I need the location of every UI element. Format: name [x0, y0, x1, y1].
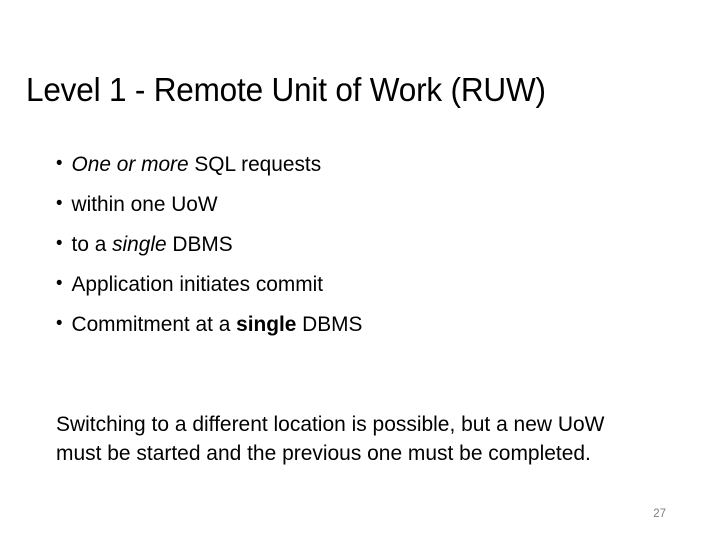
bullet-segment: DBMS: [296, 312, 363, 336]
bullet-segment: single: [236, 312, 297, 336]
slide-body: One or more SQL requests within one UoW …: [56, 144, 656, 344]
bullet-segment: single: [112, 232, 167, 256]
list-item: Commitment at a single DBMS: [56, 304, 638, 344]
bullet-segment: Application initiates commit: [71, 272, 324, 296]
bullet-segment: to a: [71, 232, 113, 256]
page-number: 27: [653, 508, 666, 520]
list-item: Application initiates commit: [56, 264, 638, 304]
list-item: to a single DBMS: [56, 224, 638, 264]
bullet-segment: within one UoW: [71, 192, 218, 216]
page-title: Level 1 - Remote Unit of Work (RUW): [26, 71, 546, 109]
bullet-segment: One or more: [71, 152, 189, 176]
bullet-segment: Commitment at a: [71, 312, 237, 336]
list-item: One or more SQL requests: [56, 144, 638, 184]
body-paragraph: Switching to a different location is pos…: [56, 411, 605, 466]
bullet-segment: DBMS: [166, 232, 233, 256]
bullet-segment: SQL requests: [188, 152, 322, 176]
list-item: within one UoW: [56, 184, 638, 224]
bullet-list: One or more SQL requests within one UoW …: [56, 144, 656, 344]
